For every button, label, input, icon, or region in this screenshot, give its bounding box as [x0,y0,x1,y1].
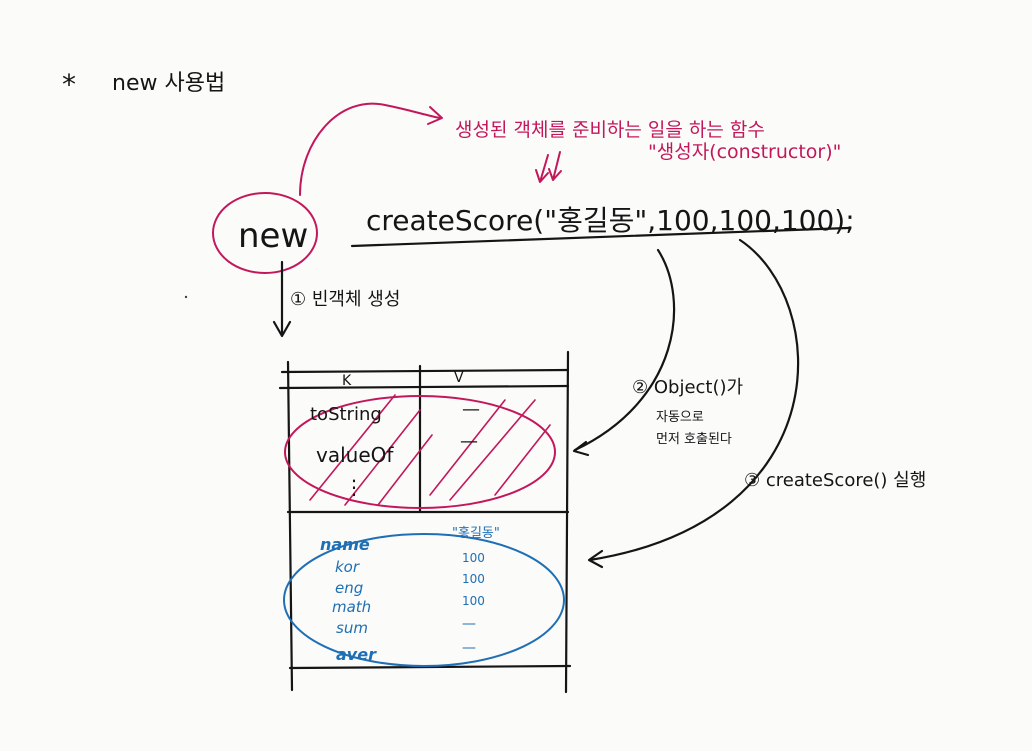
call-expression-underline [350,226,850,248]
own-key-math: math [332,598,371,616]
step1-group: ① 빈객체 생성 [272,260,400,338]
own-value-sum: — [462,616,476,632]
own-value-name: "홍길동" [452,526,500,541]
table-right-line [564,350,570,694]
constructor-note: 생성된 객체를 준비하는 일을 하는 함수 "생성자(constructor)" [455,119,841,183]
inherited-key-tostring: toString [310,404,382,425]
step1-label: ① 빈객체 생성 [290,289,400,310]
step2-label-line3: 먼저 호출된다 [656,432,732,447]
step1-down-arrow [272,260,292,338]
own-key-eng: eng [335,579,363,597]
hatch-line [494,424,551,496]
table-left-line [286,360,294,692]
stray-dot [184,295,188,299]
call-expression: createScore("홍길동",100,100,100); [366,204,855,237]
hatch-line [429,399,506,496]
call-expression-group: createScore("홍길동",100,100,100); [350,204,855,248]
own-value-math: 100 [462,594,485,608]
own-value-aver: — [462,640,476,656]
title-bullet: * [62,68,76,101]
constructor-note-line1: 생성된 객체를 준비하는 일을 하는 함수 [455,119,765,141]
step3-curve-arrow [588,238,800,562]
title: * new 사용법 [62,68,225,101]
new-to-note-arrowhead [427,106,443,125]
hatch-line [344,409,421,506]
new-keyword: new [238,216,308,256]
hatch-line [377,434,433,506]
object-table: K V toString — valueOf — ⋮ name "홍길동" ko… [278,350,572,694]
hatch-line [449,399,536,501]
table-top-line [280,368,570,374]
own-key-sum: sum [336,619,368,637]
prototype-members-ellipse [284,395,556,509]
inherited-key-valueof: valueOf [316,443,394,467]
own-members-ellipse [283,533,565,667]
inherited-key-more: ⋮ [344,475,364,499]
inherited-value-tostring: — [462,399,480,420]
own-key-aver: aver [336,645,377,664]
new-keyword-circle [212,192,318,274]
own-key-name: name [320,535,370,554]
inherited-value-valueof: — [460,431,478,452]
title-text: new 사용법 [112,71,225,96]
step3-group: ③ createScore() 실행 [587,238,926,569]
note-down-arrow-left [535,154,549,183]
new-keyword-group: new [212,102,443,274]
step2-label-line1: ② Object()가 [632,377,743,398]
table-bottom-line [288,664,572,670]
table-header-line [278,384,570,390]
table-header-v: V [454,370,464,386]
step2-label-line2: 자동으로 [656,410,704,425]
table-header-k: K [342,373,352,389]
constructor-note-line2: "생성자(constructor)" [648,141,841,163]
step2-group: ② Object()가 자동으로 먼저 호출된다 [572,248,743,457]
note-down-arrow-right [548,151,562,181]
hatch-line [309,394,396,501]
step2-curve-arrow [573,248,676,452]
step3-label: ③ createScore() 실행 [744,470,926,491]
step3-arrowhead [587,549,604,569]
own-key-kor: kor [335,558,360,576]
own-value-eng: 100 [462,572,485,586]
new-to-note-arrow [299,102,441,196]
own-value-kor: 100 [462,551,485,565]
step2-arrowhead [572,440,590,457]
